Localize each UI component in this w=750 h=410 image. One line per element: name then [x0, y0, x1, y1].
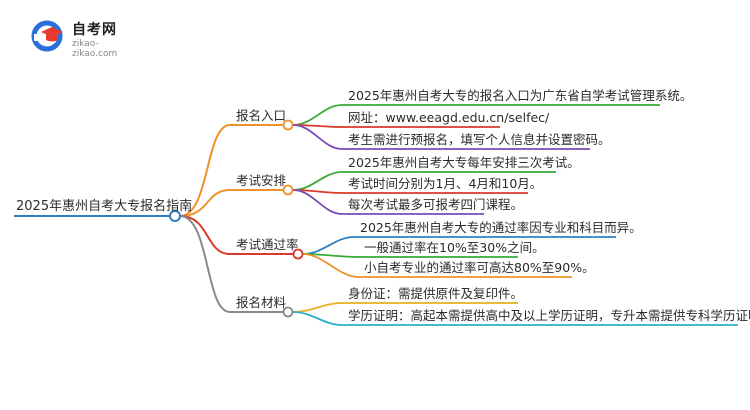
branch-topic: 考试通过率 [236, 237, 299, 252]
logo-title: 自考网 [72, 22, 117, 38]
leaf-topic: 小自考专业的通过率可高达80%至90%。 [364, 260, 595, 275]
leaf-topic: 身份证：需提供原件及复印件。 [348, 286, 524, 301]
branch-connector [179, 189, 231, 217]
site-logo[interactable]: 自考网 zikao-zikao.com [30, 18, 140, 59]
graduation-cap-icon [31, 20, 63, 52]
branch-node [292, 248, 304, 260]
leaf-connector [292, 104, 343, 126]
leaf-connector [292, 124, 343, 150]
leaf-topic: 考试时间分别为1月、4月和10月。 [348, 176, 543, 191]
root-node [169, 210, 181, 222]
leaf-connector [292, 171, 343, 191]
branch-topic: 考试安排 [236, 173, 287, 188]
leaf-topic: 2025年惠州自考大专的通过率因专业和科目而异。 [360, 220, 642, 235]
logo-subtitle: zikao-zikao.com [72, 39, 118, 59]
leaf-connector [292, 189, 343, 215]
leaf-topic: 2025年惠州自考大专的报名入口为广东省自学考试管理系统。 [348, 88, 693, 103]
leaf-topic: 考生需进行预报名，填写个人信息并设置密码。 [348, 132, 611, 147]
leaf-topic: 一般通过率在10%至30%之间。 [364, 240, 545, 255]
leaf-connector [302, 253, 359, 278]
branch-connector [179, 124, 231, 217]
leaf-connector [292, 311, 343, 326]
branch-connector [179, 215, 231, 255]
leaf-topic: 2025年惠州自考大专每年安排三次考试。 [348, 155, 580, 170]
branch-topic: 报名入口 [236, 108, 287, 123]
branch-node [282, 306, 294, 318]
branch-topic: 报名材料 [236, 295, 287, 310]
branch-node [282, 119, 294, 131]
leaf-topic: 每次考试最多可报考四门课程。 [348, 197, 524, 212]
branch-connector [179, 215, 231, 313]
leaf-topic: 学历证明：高起本需提供高中及以上学历证明，专升本需提供专科学历证明。 [348, 308, 750, 323]
leaf-connector [302, 236, 355, 255]
leaf-connector [292, 302, 343, 313]
leaf-topic: 网址：www.eeagd.edu.cn/selfec/ [348, 110, 550, 125]
root-topic: 2025年惠州自考大专报名指南 [16, 199, 193, 214]
branch-node [282, 184, 294, 196]
